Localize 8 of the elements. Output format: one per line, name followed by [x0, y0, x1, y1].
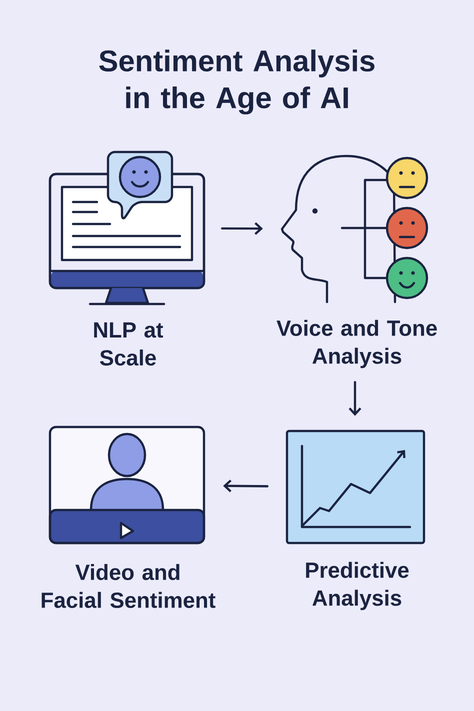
node-label: Video and Facial Sentiment — [42, 564, 216, 608]
node-label: Predictive Analysis — [306, 562, 409, 610]
node-label: Voice and Tone Analysis — [276, 320, 437, 368]
arrow — [348, 381, 362, 416]
arrow — [223, 480, 268, 492]
node-label: NLP at Scale — [94, 322, 164, 366]
title: Sentiment Analysis in the Age of AI — [99, 50, 374, 114]
arrow — [221, 222, 263, 235]
